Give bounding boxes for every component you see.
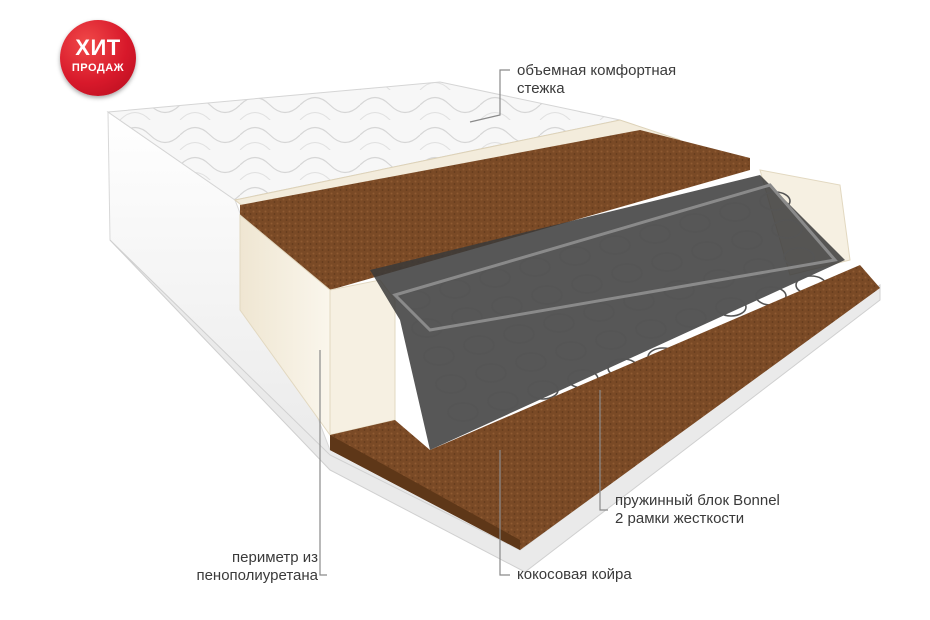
spring-coil xyxy=(491,296,523,316)
spring-coil xyxy=(703,269,735,289)
spring-coil xyxy=(623,291,655,311)
callout-lines xyxy=(319,69,608,576)
spring-coil xyxy=(679,213,711,233)
bestseller-badge: ХИТ ПРОДАЖ xyxy=(60,20,136,96)
foam-perimeter-front xyxy=(329,279,396,436)
spring-coil xyxy=(527,380,559,400)
spring-coil xyxy=(451,307,483,327)
spring-coil xyxy=(571,274,603,294)
spring-coil xyxy=(435,374,467,394)
lower-coir-layer xyxy=(330,265,880,550)
spring-coil xyxy=(771,219,803,239)
spring-coil xyxy=(639,224,671,244)
label-perimeter-line1: периметр из xyxy=(232,549,318,566)
spring-coil xyxy=(543,313,575,333)
spring-coil xyxy=(611,263,643,283)
spring-coil xyxy=(447,402,479,422)
label-springs: пружинный блок Bonnel 2 рамки жесткости xyxy=(615,492,780,528)
spring-coil xyxy=(475,363,507,383)
spring-coil xyxy=(555,341,587,361)
spring-coil xyxy=(635,319,667,339)
label-coir-text: кокосовая койра xyxy=(517,566,632,583)
spring-coil xyxy=(651,252,683,272)
spring-coil xyxy=(691,241,723,261)
label-quilting: объемная комфортная стежка xyxy=(517,62,676,98)
spring-coil xyxy=(599,235,631,255)
spring-coil xyxy=(595,330,627,350)
spring-coil xyxy=(463,335,495,355)
upper-coir-layer xyxy=(240,130,750,290)
badge-line-2: ПРОДАЖ xyxy=(71,62,125,74)
spring-coil xyxy=(423,346,455,366)
label-perimeter-line2: пенополиуретана xyxy=(196,567,318,584)
spring-coil xyxy=(439,279,471,299)
spring-coil xyxy=(719,202,751,222)
label-quilting-line1: объемная комфортная xyxy=(517,62,677,79)
spring-coil xyxy=(531,285,563,305)
spring-coil xyxy=(515,352,547,372)
label-quilting-line2: стежка xyxy=(517,80,565,97)
label-perimeter: периметр из пенополиуретана xyxy=(196,549,318,585)
spring-coil xyxy=(479,268,511,288)
spring-coil xyxy=(487,391,519,411)
label-springs-line1: пружинный блок Bonnel xyxy=(615,492,780,509)
spring-coil xyxy=(519,257,551,277)
label-springs-line2: 2 рамки жесткости xyxy=(615,510,745,527)
lower-coir-front xyxy=(330,435,520,550)
label-coir: кокосовая койра xyxy=(517,566,632,584)
mattress-bottom-edge xyxy=(109,239,881,573)
spring-coil xyxy=(503,324,535,344)
rigidity-frame xyxy=(392,183,838,332)
spring-coil xyxy=(559,246,591,266)
spring-coil xyxy=(715,297,747,317)
spring-coil xyxy=(583,302,615,322)
badge-line-1: ХИТ xyxy=(75,35,121,60)
spring-coil xyxy=(743,258,775,278)
spring-coil xyxy=(731,230,763,250)
spring-coil xyxy=(675,308,707,328)
